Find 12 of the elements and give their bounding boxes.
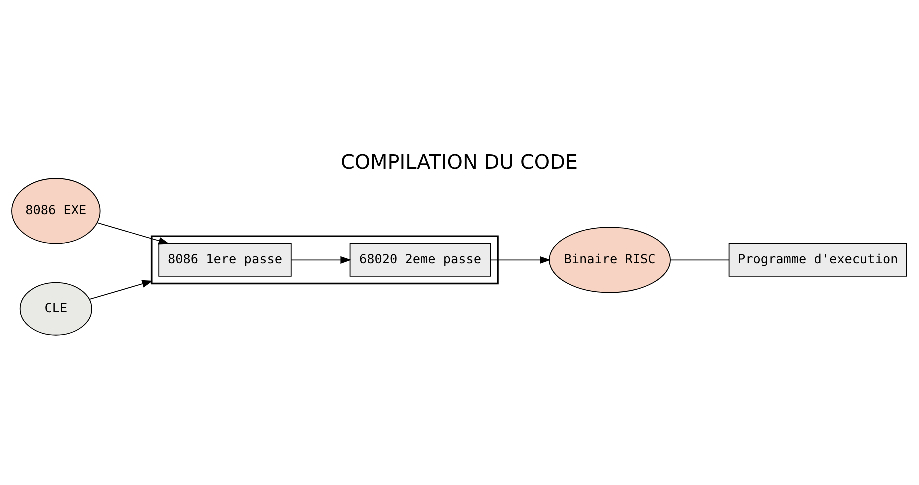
node-box: Programme d'execution — [728, 243, 908, 277]
node-ellipse: CLE — [20, 282, 92, 336]
arrow — [89, 280, 154, 300]
connector — [670, 260, 730, 261]
node-ellipse: Binaire RISC — [549, 227, 671, 294]
arrow — [97, 222, 170, 245]
arrow — [291, 256, 352, 264]
node-box: 68020 2eme passe — [350, 243, 492, 277]
diagram-title: COMPILATION DU CODE — [340, 151, 578, 174]
arrow — [490, 256, 551, 264]
node-box: 8086 1ere passe — [158, 243, 292, 277]
node-ellipse: 8086 EXE — [12, 178, 101, 244]
